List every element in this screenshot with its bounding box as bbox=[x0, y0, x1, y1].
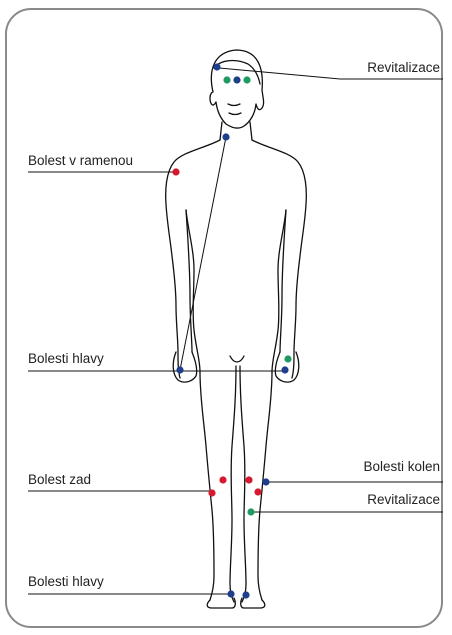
point-blue-forehead bbox=[213, 63, 220, 70]
label-revitalizace-bottom: Revitalizace bbox=[367, 492, 440, 508]
label-bolest-v-ramenou: Bolest v ramenou bbox=[28, 153, 133, 169]
point-blue-brow-center bbox=[233, 76, 240, 83]
point-red-knee-left bbox=[219, 476, 226, 483]
point-green-brow-right bbox=[243, 76, 250, 83]
point-green-right-hand bbox=[284, 355, 291, 362]
point-red-shoulder bbox=[172, 168, 179, 175]
point-red-knee-right bbox=[245, 476, 252, 483]
leader-lines bbox=[28, 68, 443, 594]
point-blue-foot-right bbox=[242, 591, 249, 598]
left-foot bbox=[207, 598, 235, 608]
point-blue-foot-left bbox=[227, 590, 234, 597]
point-green-brow-left bbox=[223, 76, 230, 83]
label-bolesti-hlavy-mid: Bolesti hlavy bbox=[28, 351, 104, 367]
left-leg-outer bbox=[200, 372, 214, 600]
neck-left bbox=[220, 122, 222, 140]
nose bbox=[228, 104, 240, 106]
point-blue-knee-outer bbox=[262, 478, 269, 485]
right-leg-inner bbox=[240, 366, 246, 602]
label-revitalizace-top: Revitalizace bbox=[367, 60, 440, 76]
leader-neck-to-hand bbox=[180, 137, 226, 370]
left-leg-inner bbox=[230, 366, 236, 602]
point-blue-right-hand bbox=[281, 366, 288, 373]
neck-right bbox=[250, 122, 252, 140]
point-blue-left-hand bbox=[176, 366, 183, 373]
label-bolest-zad: Bolest zad bbox=[28, 472, 91, 488]
label-bolesti-hlavy-bottom: Bolesti hlavy bbox=[28, 574, 104, 590]
label-bolesti-kolen: Bolesti kolen bbox=[363, 459, 440, 475]
point-red-shin-right bbox=[254, 488, 261, 495]
head bbox=[210, 50, 264, 128]
point-blue-neck bbox=[222, 133, 229, 140]
right-leg-outer bbox=[258, 372, 272, 600]
mouth bbox=[229, 113, 241, 115]
navel-crotch bbox=[230, 356, 244, 362]
point-red-shin-left bbox=[208, 489, 215, 496]
point-green-calf bbox=[247, 508, 254, 515]
human-figure bbox=[166, 50, 307, 608]
left-hand bbox=[173, 352, 197, 382]
